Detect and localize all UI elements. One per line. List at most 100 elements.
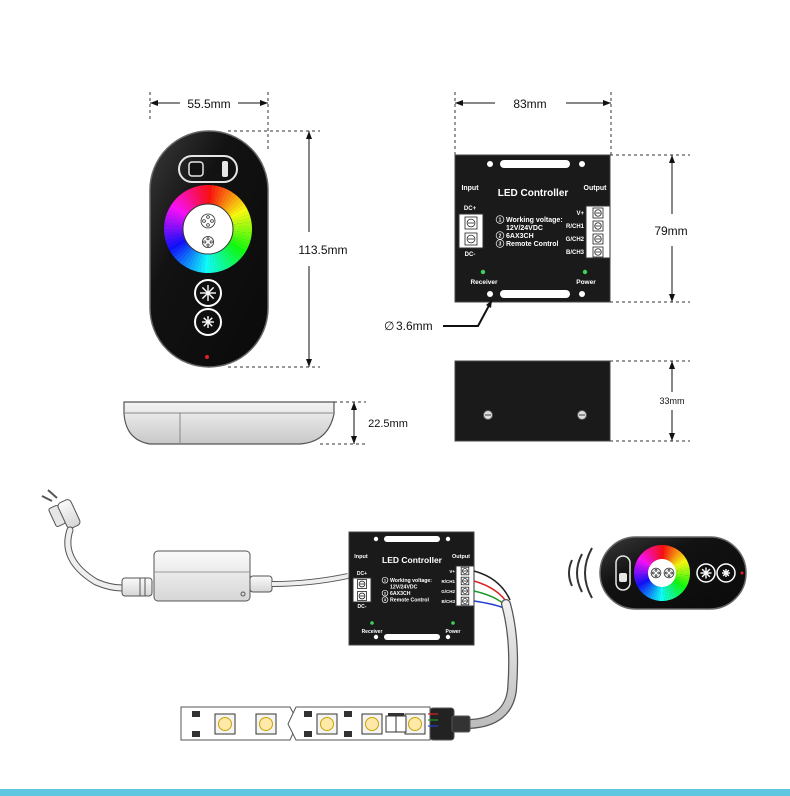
- color-wheel-segment: [642, 551, 654, 564]
- channel-label: G/CH2: [566, 237, 585, 243]
- channel-label: B/CH3: [441, 599, 455, 604]
- spec-number: 1: [384, 578, 387, 583]
- color-wheel-segment: [668, 548, 679, 563]
- psu-strain-relief-right: [249, 575, 273, 593]
- sun-ray: [201, 286, 209, 294]
- dc-minus-label: DC-: [358, 604, 367, 610]
- spec-line: 12V/24VDC: [390, 585, 418, 591]
- color-wheel-segment: [654, 585, 660, 601]
- color-wheel-segment: [634, 565, 650, 571]
- color-wheel-segment: [652, 585, 659, 601]
- sun-ray: [207, 321, 213, 327]
- mode-dot: [667, 574, 671, 578]
- led-chip-lens: [365, 717, 379, 731]
- channel-label: V+: [449, 569, 455, 574]
- power-supply: [153, 550, 251, 602]
- power-led: [582, 269, 588, 275]
- receiver-led: [480, 269, 486, 275]
- mode-ring: [650, 567, 662, 579]
- arrowhead: [306, 359, 312, 367]
- controller-height-label: 79mm: [654, 224, 687, 238]
- color-wheel-segment: [667, 584, 676, 599]
- color-wheel-segment: [674, 565, 690, 571]
- color-wheel-segment: [164, 217, 185, 225]
- color-wheel-segment: [192, 251, 202, 272]
- color-wheel-segment: [633, 572, 650, 576]
- ac-cable-inner: [65, 527, 125, 591]
- color-wheel-segment: [176, 245, 193, 263]
- mode-dot: [206, 223, 210, 227]
- color-wheel-segment: [648, 547, 657, 562]
- hole-diameter-label: 3.6mm: [396, 319, 433, 333]
- mode-ring: [200, 213, 216, 229]
- color-wheel: [164, 185, 252, 273]
- controller-width-label: 83mm: [513, 97, 546, 111]
- color-wheel-segment: [227, 241, 247, 255]
- color-wheel-segment: [207, 252, 212, 273]
- color-wheel-segment: [220, 190, 234, 210]
- color-wheel-segment: [671, 553, 684, 565]
- controller-depth-label: 33mm: [659, 396, 684, 406]
- color-wheel-segment: [645, 548, 656, 563]
- color-wheel-segment: [231, 221, 252, 228]
- spec-line: 6AX3CH: [390, 591, 411, 597]
- color-wheel-segment: [674, 570, 690, 574]
- mounting-slot-top: [384, 536, 440, 542]
- power-label: Power: [445, 629, 460, 635]
- resistor: [344, 731, 352, 737]
- spec-number: 2: [499, 234, 502, 240]
- mounting-hole: [373, 634, 379, 640]
- color-wheel-segment: [664, 545, 670, 561]
- color-wheel-segment: [229, 237, 250, 248]
- led-chip-lens: [259, 717, 273, 731]
- channel-label: G/CH2: [441, 589, 455, 594]
- remote-side-body: [123, 401, 335, 445]
- sun-ray: [705, 568, 711, 574]
- color-wheel-segment: [657, 585, 661, 601]
- color-wheel-segment: [635, 561, 651, 569]
- color-wheel-segment: [214, 186, 224, 207]
- screw-terminals: [592, 207, 604, 258]
- receiver-label: Receiver: [362, 629, 383, 635]
- sun-icon: [722, 569, 730, 577]
- color-wheel-segment: [671, 581, 684, 593]
- color-wheel-segment: [168, 206, 188, 219]
- color-wheel-segment: [226, 200, 245, 216]
- power-switch-knob: [619, 573, 627, 582]
- spec-number: 3: [499, 242, 502, 248]
- color-wheel-segment: [189, 250, 200, 271]
- color-wheel-segment: [227, 203, 247, 218]
- output-terminal-block: [455, 565, 475, 607]
- color-wheel-segment: [200, 252, 206, 273]
- color-wheel-segment: [165, 213, 186, 223]
- dc-plus-label: DC+: [357, 571, 367, 577]
- remote-indicator-led: [205, 355, 209, 359]
- remote-height-label: 113.5mm: [298, 243, 347, 257]
- remote-front-view: 55.5mm 113.5mm: [149, 92, 348, 368]
- color-wheel-segment: [179, 247, 195, 266]
- screw-head: [462, 588, 468, 594]
- color-wheel-segment: [203, 252, 208, 273]
- color-wheel-segment: [224, 197, 242, 214]
- led-chip-lens: [408, 717, 422, 731]
- mode-dot: [670, 571, 674, 575]
- resistor: [192, 731, 200, 737]
- screw-head: [358, 580, 366, 588]
- color-wheel-segment: [673, 577, 689, 585]
- controller-title: LED Controller: [498, 188, 569, 199]
- arrowhead: [669, 294, 675, 302]
- mode-dot: [206, 237, 210, 241]
- mode-dot: [654, 568, 658, 572]
- color-wheel-segment: [216, 187, 227, 208]
- color-wheel-segment: [182, 190, 197, 210]
- bottom-accent-bar: [0, 789, 790, 796]
- screw-head: [358, 592, 366, 600]
- color-wheel-segment: [171, 200, 190, 216]
- sun-icon: [200, 285, 216, 301]
- color-wheel-segment: [164, 228, 185, 233]
- color-wheel-segment: [209, 252, 216, 273]
- color-wheel-segment: [185, 249, 198, 269]
- color-wheel-segment: [169, 240, 189, 255]
